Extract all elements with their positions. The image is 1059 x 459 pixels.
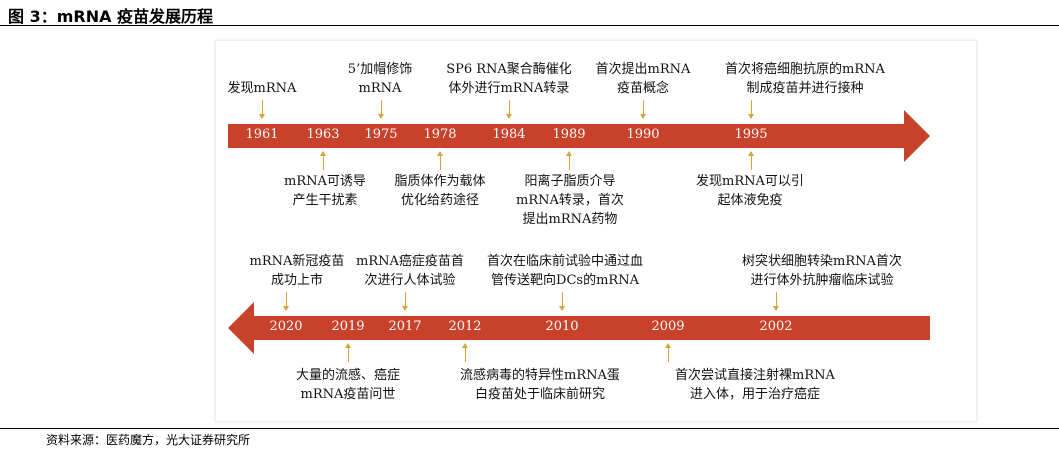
pointer-arrow-icon [559, 292, 565, 311]
event-label-1990: 首次提出mRNA 疫苗概念 [596, 60, 691, 98]
pointer-arrow-icon [378, 100, 384, 119]
year-label: 1963 [306, 127, 340, 142]
year-label: 1975 [364, 127, 398, 142]
event-line: 首次尝试直接注射裸mRNA [675, 368, 835, 383]
event-label-2020: mRNA新冠疫苗成功上市 [250, 252, 345, 290]
event-label-2002: 树突状细胞转染mRNA首次进行体外抗肿瘤临床试验 [742, 252, 902, 290]
event-line: 首次提出mRNA [595, 62, 691, 77]
pointer-arrow-icon [437, 151, 443, 170]
event-line: 树突状细胞转染mRNA首次 [742, 254, 902, 269]
event-line: 发现mRNA [227, 81, 297, 96]
event-label-1961: 发现mRNA [228, 79, 297, 98]
event-line: 起体液免疫 [717, 193, 783, 208]
event-line: 管传送靶向DCs的mRNA [491, 273, 639, 288]
event-line: SP6 RNA聚合酶催化 [446, 62, 572, 77]
pointer-arrow-icon [640, 100, 646, 119]
event-label-2010: 首次在临床前试验中通过血管传送靶向DCs的mRNA [487, 252, 643, 290]
pointer-arrow-icon [462, 343, 468, 362]
title-divider [0, 25, 1059, 26]
event-line: mRNA新冠疫苗 [249, 254, 345, 269]
pointer-arrow-icon [320, 151, 326, 170]
pointer-arrow-icon [566, 151, 572, 170]
event-label-2017: mRNA癌症疫苗首次进行人体试验 [356, 252, 464, 290]
event-line: 次进行人体试验 [364, 273, 456, 288]
event-line: 提出mRNA药物 [522, 212, 618, 227]
year-label: 1978 [423, 127, 457, 142]
event-line: 进入体，用于治疗癌症 [689, 387, 821, 402]
pointer-arrow-icon [283, 292, 289, 311]
event-label-1963: mRNA可诱导产生干扰素 [284, 172, 366, 210]
event-line: 成功上市 [270, 273, 324, 288]
pointer-arrow-icon [748, 100, 754, 119]
year-label: 2002 [759, 319, 793, 334]
year-label: 2010 [545, 319, 579, 334]
year-label: 1984 [492, 127, 526, 142]
event-line: 首次在临床前试验中通过血 [486, 254, 644, 269]
event-line: 白疫苗处于临床前研究 [474, 387, 606, 402]
year-label: 1990 [626, 127, 660, 142]
pointer-arrow-icon [506, 100, 512, 119]
pointer-arrow-icon [345, 343, 351, 362]
event-line: 进行体外抗肿瘤临床试验 [750, 273, 894, 288]
event-line: 优化给药途径 [400, 193, 480, 208]
timeline-panel [215, 40, 977, 422]
year-label: 1961 [245, 127, 279, 142]
source-note: 资料来源：医药魔方，光大证券研究所 [46, 433, 251, 447]
year-label: 2019 [331, 319, 365, 334]
event-label-1989: 阳离子脂质介导 mRNA转录，首次提出mRNA药物 [516, 172, 624, 229]
year-label: 1989 [552, 127, 586, 142]
pointer-arrow-icon [665, 343, 671, 362]
event-label-1975: 5’加帽修饰 mRNA [348, 60, 412, 98]
event-line: 大量的流感、癌症 [295, 368, 401, 383]
timeline-arrow-top [228, 110, 930, 162]
event-label-2009: 首次尝试直接注射裸mRNA 进入体，用于治疗癌症 [675, 366, 835, 404]
event-line: 阳离子脂质介导 [524, 174, 616, 189]
event-line: 流感病毒的特异性mRNA蛋 [460, 368, 620, 383]
figure-title: 图 3：mRNA 疫苗发展历程 [8, 7, 214, 26]
event-line: 发现mRNA可以引 [696, 174, 804, 189]
pointer-arrow-icon [748, 151, 754, 170]
event-line: mRNA转录，首次 [516, 193, 624, 208]
year-label: 2009 [651, 319, 685, 334]
year-label: 2012 [448, 319, 482, 334]
event-line: 5’加帽修饰 [347, 62, 413, 77]
pointer-arrow-icon [773, 292, 779, 311]
event-label-1995b: 发现mRNA可以引起体液免疫 [696, 172, 804, 210]
year-label: 2020 [269, 319, 303, 334]
event-line: 体外进行mRNA转录 [448, 81, 570, 96]
event-line: mRNA可诱导 [284, 174, 366, 189]
event-line: mRNA疫苗问世 [300, 387, 396, 402]
event-line: 首次将癌细胞抗原的mRNA [725, 62, 885, 77]
event-line: 制成疫苗并进行接种 [746, 81, 864, 96]
pointer-arrow-icon [259, 100, 265, 119]
year-label: 1995 [734, 127, 768, 142]
event-label-2012: 流感病毒的特异性mRNA蛋白疫苗处于临床前研究 [460, 366, 620, 404]
event-label-1984: SP6 RNA聚合酶催化体外进行mRNA转录 [446, 60, 572, 98]
pointer-arrow-icon [402, 292, 408, 311]
timeline-arrow-bottom [228, 302, 930, 354]
event-label-2019: 大量的流感、癌症 mRNA疫苗问世 [296, 366, 400, 404]
year-label: 2017 [388, 319, 422, 334]
event-line: mRNA癌症疫苗首 [356, 254, 464, 269]
event-line: 脂质体作为载体 [394, 174, 486, 189]
event-label-1995a: 首次将癌细胞抗原的mRNA 制成疫苗并进行接种 [725, 60, 885, 98]
event-line: mRNA [358, 81, 402, 96]
footer-divider [0, 428, 1059, 429]
event-line: 产生干扰素 [292, 193, 358, 208]
event-line: 疫苗概念 [616, 81, 670, 96]
event-label-1978: 脂质体作为载体优化给药途径 [394, 172, 485, 210]
